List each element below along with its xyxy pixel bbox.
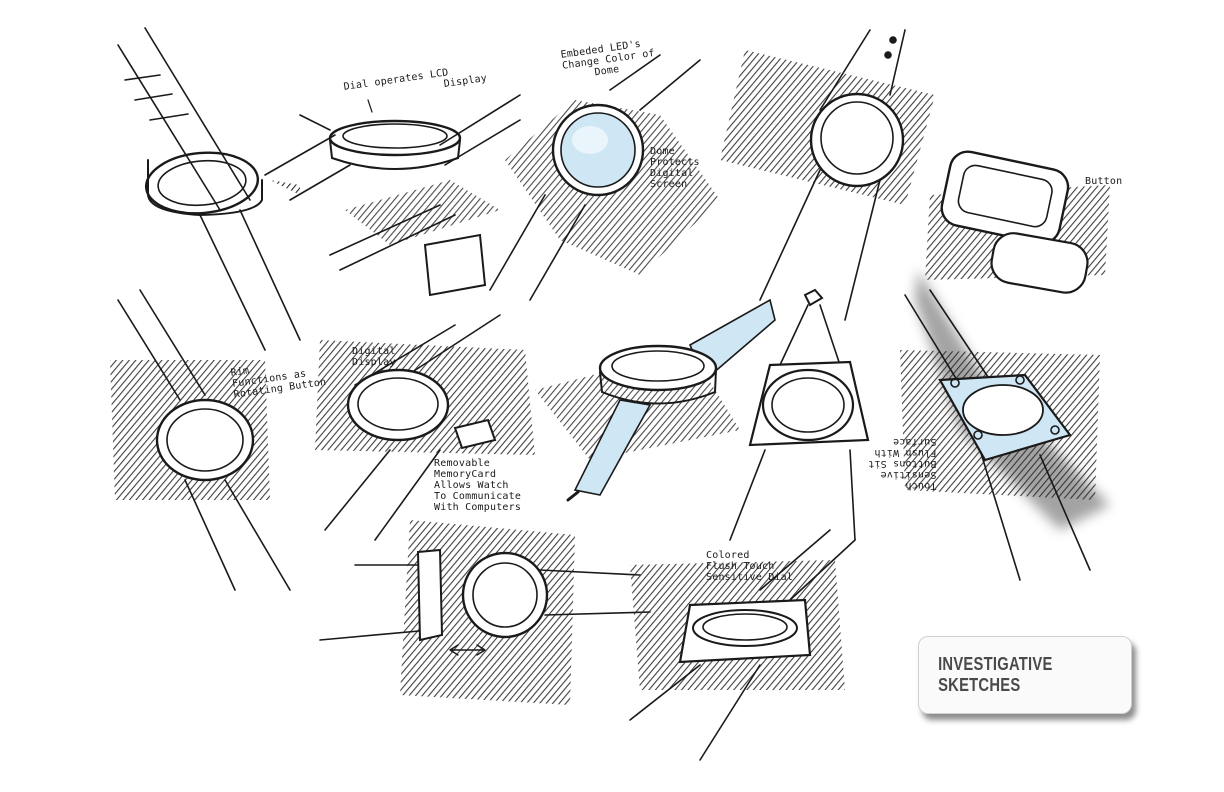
annotation-colored-dial: Colored Flush Touch Sensitive Dial — [706, 550, 794, 583]
page-title: INVESTIGATIVE SKETCHES — [938, 654, 1053, 695]
sketch-blue-strap-watch — [535, 298, 776, 502]
sketch-button-cuff — [925, 150, 1110, 294]
sketch-lcd-dial-watch — [264, 94, 521, 297]
sketch-colored-dial-watch — [629, 529, 856, 761]
sketch-strap-watch-1 — [117, 27, 301, 351]
annotation-touch-buttons: Touch Sensitive Buttons Sit Flush With S… — [868, 436, 937, 491]
sketch-dome-watch — [489, 54, 720, 301]
sketch-digital-display-watch — [315, 314, 535, 541]
annotation-button: Button — [1085, 176, 1123, 187]
sketch-square-backdrop-watch — [720, 29, 935, 321]
sketch-rim-button-watch — [110, 289, 291, 591]
annotation-memory-card: Removable MemoryCard Allows Watch To Com… — [434, 458, 522, 513]
sketch-clasp-watch — [319, 520, 651, 705]
annotation-dome-protects: Dome Protects Digital Screen — [650, 146, 700, 190]
sketch-touch-buttons-watch — [900, 270, 1110, 581]
sketch-tri-lug-watch — [729, 288, 870, 541]
annotation-digital-display: Digital Display — [352, 346, 396, 368]
title-card: INVESTIGATIVE SKETCHES — [918, 636, 1132, 714]
